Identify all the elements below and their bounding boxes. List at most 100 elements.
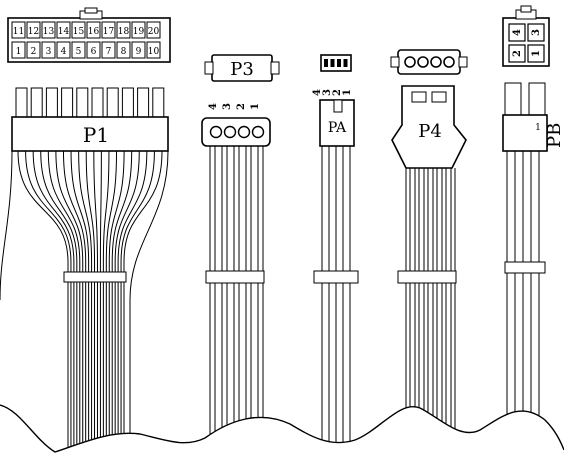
p1-stub (106, 87, 119, 119)
p3-pin-number: 4 (208, 103, 219, 110)
break-line (0, 404, 564, 453)
p1-pin-number: 4 (61, 47, 67, 57)
pb-housing (502, 114, 548, 152)
p1-pin-cell (56, 21, 71, 39)
pa-latch (333, 99, 343, 113)
p1-pin-cell (71, 41, 86, 59)
p1-pin-number: 6 (91, 47, 97, 57)
p1-wire (114, 150, 140, 458)
p1-pin-number: 8 (121, 47, 127, 57)
p1-stub (61, 87, 74, 119)
p3-face-view: P3 (204, 54, 280, 82)
pa-face-pins (324, 59, 348, 67)
p1-wire (120, 150, 155, 458)
pb-pin-number: 4 (512, 29, 523, 36)
p1-pin-number: 10 (148, 47, 160, 57)
p1-pin-number: 11 (13, 27, 24, 37)
pb-pin-one: 1 (535, 123, 541, 133)
p1-pin-number: 5 (76, 47, 82, 57)
p3-pin-circle (209, 125, 223, 139)
pa-pin-number: 4 (312, 89, 323, 96)
pa-pin-number: 2 (332, 89, 343, 96)
p3-wire-bundle (209, 146, 264, 458)
p1-wire (62, 150, 87, 458)
pa-pin-number: 1 (342, 89, 353, 96)
pa-wire-bundle (321, 146, 351, 458)
p1-pin-cell (56, 41, 71, 59)
p4-face-pin (417, 56, 429, 68)
p4-face-pin (443, 56, 455, 68)
p1-pin-number: 19 (133, 27, 145, 37)
p1-wire (108, 150, 125, 458)
p1-wire (93, 150, 98, 458)
p1-wire (70, 150, 90, 458)
pb-pin-number: 3 (531, 29, 542, 36)
p1-pin-number: 2 (31, 47, 37, 57)
p1-stub (15, 87, 28, 119)
pa-face-view (320, 54, 352, 72)
p1-wire (105, 150, 118, 458)
p1-stub (152, 87, 165, 119)
p1-pin-number: 17 (103, 27, 115, 37)
p1-pin-cell (26, 21, 41, 39)
p1-pin-number: 15 (73, 27, 85, 37)
pb-pin-cell (527, 44, 545, 63)
p4-window-left (411, 91, 427, 103)
pb-pin-number: 2 (512, 50, 523, 57)
pb-label: PB (544, 123, 564, 148)
pa-cable-tie (313, 270, 359, 284)
p3-pin-circle (237, 125, 251, 139)
p1-pin-cell (41, 21, 56, 39)
p1-pin-cell (11, 41, 26, 59)
pb-wire-bundle (506, 151, 540, 458)
pa-face-pin (337, 59, 341, 67)
p1-pin-number: 1 (16, 47, 22, 57)
p4-face-pin (404, 56, 416, 68)
p1-pin-cell (11, 21, 26, 39)
p3-cable-tie (205, 270, 265, 284)
p1-wire (0, 150, 13, 301)
p4-cable-tie (397, 270, 457, 284)
p1-pin-cell (71, 21, 86, 39)
pb-wire-right (528, 82, 546, 116)
p1-stub (121, 87, 134, 119)
pa-face-pin (343, 59, 348, 67)
p3-pin-circle (223, 125, 237, 139)
p1-wire (129, 150, 169, 458)
p3-pin-circles (209, 125, 265, 139)
p1-pin-cell (41, 41, 56, 59)
p1-housing (11, 116, 169, 152)
p1-wire (111, 150, 133, 458)
p1-wire (25, 150, 72, 458)
p1-pin-number: 12 (28, 27, 39, 37)
p4-window-right (431, 91, 447, 103)
p4-label: P4 (418, 121, 442, 142)
pb-pin-cell (508, 23, 526, 42)
p1-stub (76, 87, 89, 119)
p3-pin-number: 3 (222, 103, 233, 110)
pa-label: PA (328, 120, 347, 136)
p1-wire (78, 150, 93, 458)
p1-stub (45, 87, 58, 119)
p1-pin-cell (101, 21, 116, 39)
p1-cable-tie (63, 271, 127, 283)
p1-pin-number: 13 (43, 27, 55, 37)
p1-pin-cell (146, 41, 161, 59)
pa-face-pin (330, 59, 335, 67)
p1-pin-cell (101, 41, 116, 59)
p1-wire (40, 150, 78, 458)
p1-wire (123, 150, 163, 458)
p1-pin-number: 16 (88, 27, 100, 37)
p4-connector: P4 (390, 49, 468, 458)
p4-housing (391, 85, 467, 169)
